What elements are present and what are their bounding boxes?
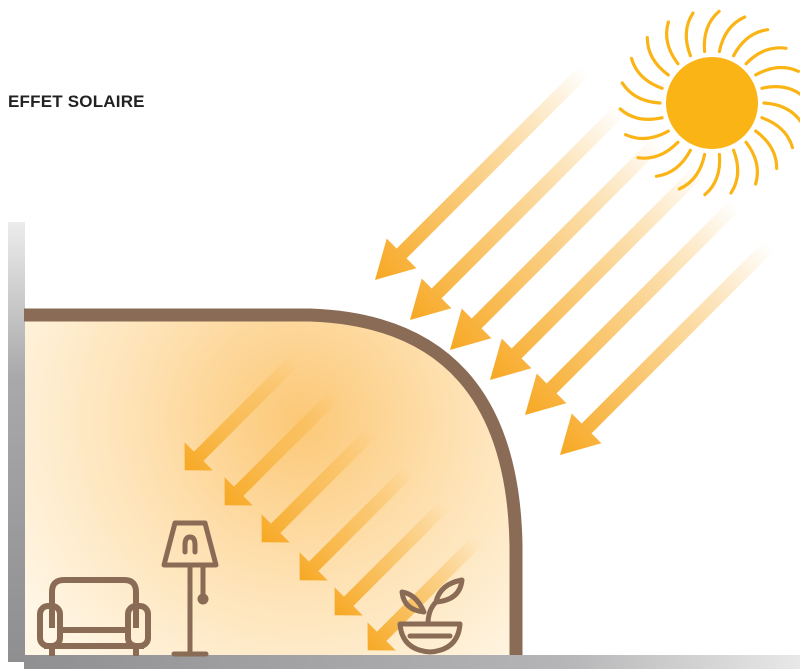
sun-icon [620,11,800,194]
sun-ray-spike [731,150,738,193]
sun-ray-spike [667,22,678,64]
sun-ray-spike [647,38,668,75]
sun-ray-spike [686,13,693,56]
sun-ray-spike [762,87,800,97]
floor [24,655,800,669]
sun-ray-spike [756,68,799,75]
sun-ray-spike [626,131,669,138]
left-wall [8,222,25,662]
sun-ray [435,125,675,365]
sun-ray-spike [704,11,719,51]
sun-ray-spike [620,109,662,119]
sun-ray [475,155,715,395]
sun-ray-spike [705,155,720,195]
sun-ray-spike [746,48,786,64]
sun-ray-spike [746,142,757,184]
diagram-title: EFFET SOLAIRE [8,92,145,112]
sun-ray-spike [756,131,777,168]
